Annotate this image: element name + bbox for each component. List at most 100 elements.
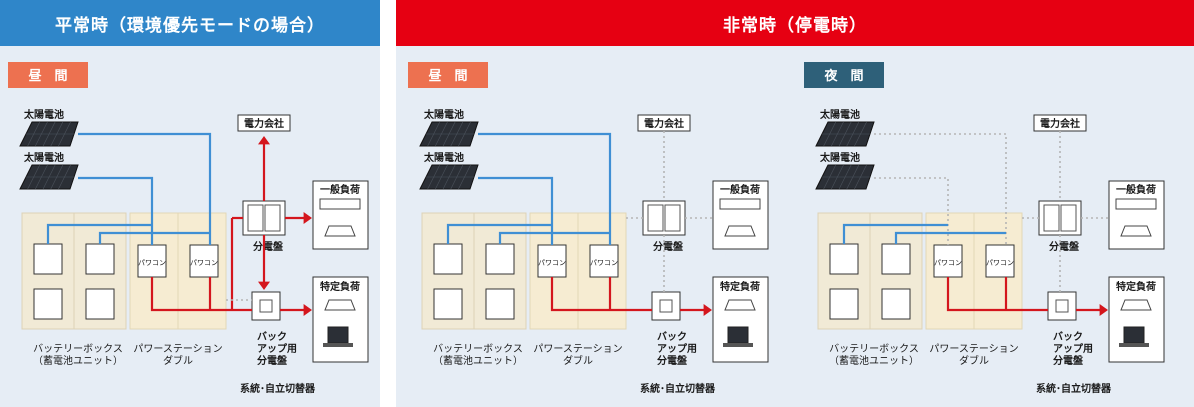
svg-text:バック: バック [257,331,287,343]
emergency-night-battery-line-1 [842,223,948,244]
emergency-header: 非常時（停電時） [396,0,1194,46]
svg-text:パワーステーション: パワーステーション [929,343,1018,355]
normal-day-distribution-board: 分電盤 [242,200,286,253]
svg-text:（蓄電池ユニット）: （蓄電池ユニット） [433,354,523,367]
emergency-day-distribution-board: 分電盤 [642,200,686,253]
emergency-night-specific-load: 特定負荷 [1108,276,1165,363]
svg-text:（蓄電池ユニット）: （蓄電池ユニット） [829,354,919,367]
normal-day-solar-label-1: 太陽電池 [23,108,64,121]
emergency-day-ceiling-light-icon [724,225,756,237]
svg-text:パワーステーション: パワーステーション [533,343,622,355]
emergency-night-solar-label-2: 太陽電池 [819,151,860,164]
svg-text:特定負荷: 特定負荷 [720,280,760,293]
emergency-night-battery-cell-3 [881,243,911,275]
svg-text:特定負荷: 特定負荷 [1116,280,1156,293]
svg-text:バッテリーボックス: バッテリーボックス [433,343,523,355]
normal-day-switcher-label: 系統･自立切替器 [240,382,316,395]
svg-text:系統･自立切替器: 系統･自立切替器 [240,382,316,395]
normal-day-battery-cell-3 [85,243,115,275]
emergency-day-utility: 電力会社 [637,114,691,132]
svg-text:一般負荷: 一般負荷 [1116,183,1156,196]
normal-day-solar-panel-1 [19,121,79,147]
emergency-day-battery-cell-2 [433,288,463,320]
emergency-day-aircon-icon [719,198,761,210]
emergency-night-utility: 電力会社 [1033,114,1087,132]
normal-day-battery-line-2 [98,231,210,244]
normal-day-utility-label: 電力会社 [244,117,284,130]
svg-text:パワコン: パワコン [538,259,566,267]
svg-text:一般負荷: 一般負荷 [320,183,360,196]
svg-text:パワーステーション: パワーステーション [133,343,222,355]
emergency-night-battery-line-2 [894,231,1006,244]
normal-day-battery-cell-1 [33,243,63,275]
svg-text:昼 間: 昼 間 [28,68,67,84]
svg-text:ダブル: ダブル [163,354,193,367]
emergency-day-equipment: パワコン パワコン [421,212,627,330]
svg-text:電力会社: 電力会社 [1040,117,1080,130]
emergency-night-specific-load-label: 特定負荷 [1116,280,1156,293]
svg-text:太陽電池: 太陽電池 [23,108,64,121]
emergency-day-battery-box-label: バッテリーボックス（蓄電池ユニット） [433,343,523,367]
emergency-day-group: 昼 間パワコンパワコン太陽電池太陽電池電力会社分電盤バックアップ用分電盤系統･自… [408,62,769,395]
svg-text:系統･自立切替器: 系統･自立切替器 [640,382,716,395]
emergency-day-switcher-label: 系統･自立切替器 [640,382,716,395]
normal-day-solar-label-2: 太陽電池 [23,151,64,164]
normal-day-solar2-line [78,176,154,245]
normal-day-to-specific-arrow [303,304,312,316]
emergency-day-pcs-2: パワコン [589,244,619,278]
normal-day-solar1-line [78,132,212,245]
emergency-day-solar-panel-1 [419,121,479,147]
svg-text:分電盤: 分電盤 [1049,240,1080,253]
emergency-night-laptop-icon [1123,326,1145,344]
svg-text:太陽電池: 太陽電池 [819,151,860,164]
svg-text:太陽電池: 太陽電池 [819,108,860,121]
emergency-night-pcs-label-2: パワコン [986,259,1014,267]
normal-day-group: 昼 間パワコンパワコン太陽電池太陽電池電力会社分電盤バックアップ用分電盤系統･自… [8,62,369,395]
emergency-day-distribution-board-label: 分電盤 [653,240,684,253]
normal-header: 平常時（環境優先モードの場合） [0,0,380,46]
emergency-night-aircon-icon [1115,198,1157,210]
emergency-day-badge-label: 昼 間 [428,68,467,84]
emergency-day-specific-load: 特定負荷 [712,276,769,363]
svg-text:（蓄電池ユニット）: （蓄電池ユニット） [33,354,123,367]
svg-text:系統･自立切替器: 系統･自立切替器 [1036,382,1112,395]
emergency-night-solar-panel-2 [815,164,875,190]
normal-day-battery-cell-2 [33,288,63,320]
svg-text:分電盤: 分電盤 [257,354,288,367]
svg-text:電力会社: 電力会社 [644,117,684,130]
normal-day-equipment: パワコンパワコン [21,212,227,330]
normal-day-to-backup-arrow [258,281,270,290]
svg-text:アップ用: アップ用 [1053,342,1093,355]
emergency-day-pcs-label-2: パワコン [590,259,618,267]
emergency-night-general-load-label: 一般負荷 [1116,183,1156,196]
emergency-day-solar2-line [478,176,554,245]
svg-text:バッテリーボックス: バッテリーボックス [829,343,919,355]
emergency-day-general-load-label: 一般負荷 [720,183,760,196]
emergency-day-to-specific-arrow [703,304,712,316]
emergency-night-to-specific-arrow [1099,304,1108,316]
svg-text:分電盤: 分電盤 [253,240,284,253]
emergency-day-wiring [446,131,712,316]
emergency-night-light-icon [1120,299,1152,311]
emergency-day-pcs-1: パワコン [537,244,567,278]
svg-text:アップ用: アップ用 [257,342,297,355]
emergency-night-badge-label: 夜 間 [823,68,863,84]
emergency-night-solar1-line [874,133,1007,245]
svg-text:バック: バック [657,331,687,343]
emergency-night-pcs-label-1: パワコン [934,259,962,267]
svg-text:アップ用: アップ用 [657,342,697,355]
emergency-day-solar-label-2: 太陽電池 [423,151,464,164]
svg-text:太陽電池: 太陽電池 [423,151,464,164]
svg-text:バック: バック [1053,331,1083,343]
normal-day-general-load-label: 一般負荷 [320,183,360,196]
svg-text:昼 間: 昼 間 [428,68,467,84]
normal-day-solar-panel-2 [19,164,79,190]
normal-day-pcs-label-2: パワコン [190,259,218,267]
